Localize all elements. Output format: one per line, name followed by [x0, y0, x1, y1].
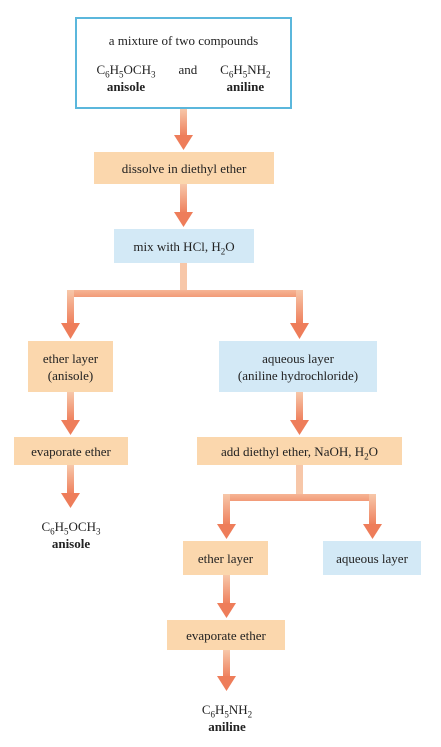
arrow-evaporate-to-aniline: [217, 650, 236, 691]
aniline-label: aniline: [226, 78, 265, 94]
mix-hcl-step: mix with HCl, H2O: [114, 229, 254, 263]
anisole-product: C6H5OCH3 anisole: [20, 518, 122, 552]
anisole-formula: C6H5OCH3: [96, 61, 156, 80]
split-arrow-second: [217, 465, 382, 539]
add-ether-label: add diethyl ether, NaOH, H2O: [220, 443, 379, 462]
anisole-product-name: anisole: [51, 536, 91, 551]
aniline-product-name: aniline: [208, 719, 246, 734]
aqueous-layer-hydrochloride: aqueous layer (aniline hydrochloride): [219, 341, 377, 392]
evaporate-ether-left: evaporate ether: [14, 437, 128, 465]
arrow-ether-to-evaporate: [217, 575, 236, 618]
evaporate-ether-bottom: evaporate ether: [167, 620, 285, 650]
aniline-product-formula: C6H5NH2: [201, 702, 253, 720]
aqueous-layer-content: (aniline hydrochloride): [237, 367, 359, 383]
aniline-formula: C6H5NH2: [220, 61, 271, 80]
arrow-dissolve-to-mix: [174, 184, 193, 227]
arrow-aqueous-to-add: [290, 392, 309, 435]
ether-layer-second-label: ether layer: [197, 550, 254, 566]
anisole-product-formula: C6H5OCH3: [41, 519, 101, 537]
dissolve-step: dissolve in diethyl ether: [94, 152, 274, 184]
arrow-evaporate-to-anisole: [61, 465, 80, 508]
arrow-left-ether-to-evaporate: [61, 392, 80, 435]
aniline-product: C6H5NH2 aniline: [176, 701, 278, 735]
aniline-column: C6H5NH2 aniline: [220, 61, 270, 95]
ether-layer-second: ether layer: [183, 541, 268, 575]
mixture-formulas: C6H5OCH3 anisole and C6H5NH2 aniline: [85, 61, 282, 95]
aqueous-layer-second: aqueous layer: [323, 541, 421, 575]
dissolve-label: dissolve in diethyl ether: [121, 160, 247, 176]
split-arrow-first: [61, 263, 309, 339]
anisole-column: C6H5OCH3 anisole: [96, 61, 155, 95]
arrow-top-to-dissolve: [174, 109, 193, 150]
evaporate-bottom-label: evaporate ether: [186, 627, 266, 643]
and-text: and: [178, 61, 198, 77]
add-ether-naoh-step: add diethyl ether, NaOH, H2O: [197, 437, 402, 465]
ether-layer-content: (anisole): [47, 367, 94, 383]
and-column: and: [178, 61, 197, 95]
evaporate-left-label: evaporate ether: [31, 443, 111, 459]
anisole-label: anisole: [106, 78, 146, 94]
aqueous-layer-second-label: aqueous layer: [336, 550, 408, 566]
ether-layer-anisole: ether layer (anisole): [28, 341, 113, 392]
mixture-title: a mixture of two compounds: [108, 32, 259, 48]
mixture-box: a mixture of two compounds C6H5OCH3 anis…: [75, 17, 292, 109]
mix-hcl-label: mix with HCl, H2O: [133, 238, 235, 257]
ether-layer-label: ether layer: [42, 350, 99, 366]
aqueous-layer-label: aqueous layer: [262, 350, 334, 366]
